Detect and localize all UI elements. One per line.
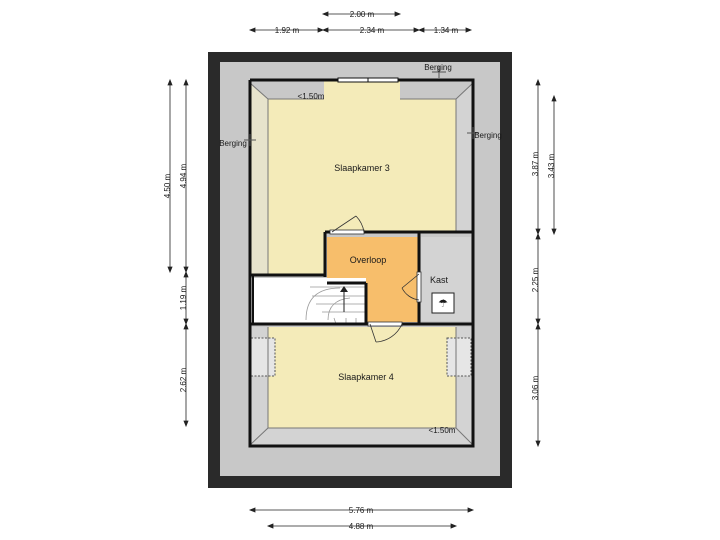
slaapkamer-4-slope-bottom [250, 428, 473, 445]
berging-label-left: Berging [219, 139, 247, 148]
slaapkamer-4-floor [268, 327, 456, 428]
slope-lines [249, 82, 474, 446]
boiler-symbol: ☂ [438, 298, 448, 310]
dimension-lines-bottom [248, 507, 475, 529]
dim-left-inner-upper: 4.94 m [179, 163, 188, 188]
dim-right-outer-upper: 3.43 m [547, 153, 556, 178]
dim-right-inner-upper: 3.87 m [531, 151, 540, 176]
dim-bottom-inner: 4.88 m [349, 522, 374, 531]
berging-label-top: Berging [424, 63, 452, 72]
dim-right-inner-mid: 2.25 m [531, 267, 540, 292]
dim-top-mid: 2.34 m [360, 26, 385, 35]
dimension-lines-left [167, 78, 189, 428]
stair-arrow [340, 286, 348, 312]
dimension-lines-top [248, 11, 473, 33]
skylight-left [250, 337, 276, 377]
slaapkamer-3-slope [250, 83, 268, 275]
room-label-overloop: Overloop [350, 255, 387, 265]
dim-top-overall: 2.00 m [350, 10, 375, 19]
room-label-slaapkamer-4: Slaapkamer 4 [338, 372, 394, 382]
door-kast [401, 271, 422, 303]
door-slaapkamer-3 [329, 215, 365, 235]
berging-hatch-left [244, 134, 256, 146]
skylight-right [446, 337, 472, 377]
door-slaapkamer-4 [367, 321, 403, 343]
stair-wall [252, 276, 254, 323]
overloop-floor [327, 237, 418, 322]
dim-right-outer-lower: 3.06 m [531, 375, 540, 400]
slaapkamer-3-slope-right [456, 83, 473, 232]
stair-area [250, 278, 366, 324]
dim-bottom-outer: 5.76 m [349, 506, 374, 515]
dim-left-inner-mid: 1.19 m [179, 285, 188, 310]
dim-left-outer: 4.50 m [163, 173, 172, 198]
dim-top-left: 1.92 m [275, 26, 300, 35]
berging-label-right: Berging [474, 131, 502, 140]
room-label-slaapkamer-3: Slaapkamer 3 [334, 163, 390, 173]
berging-hatch-right [467, 127, 479, 139]
berging-hatch-top [432, 66, 446, 78]
low-height-label-top: <1.50m [298, 92, 325, 101]
slaapkamer-3-floor [250, 80, 456, 275]
room-label-kast: Kast [430, 275, 449, 285]
dim-left-inner-lower: 2.62 m [179, 367, 188, 392]
boiler-icon [431, 292, 455, 314]
dim-top-right: 1.34 m [434, 26, 459, 35]
dimension-lines-right [535, 78, 557, 448]
low-height-label-bottom: <1.50m [429, 426, 456, 435]
